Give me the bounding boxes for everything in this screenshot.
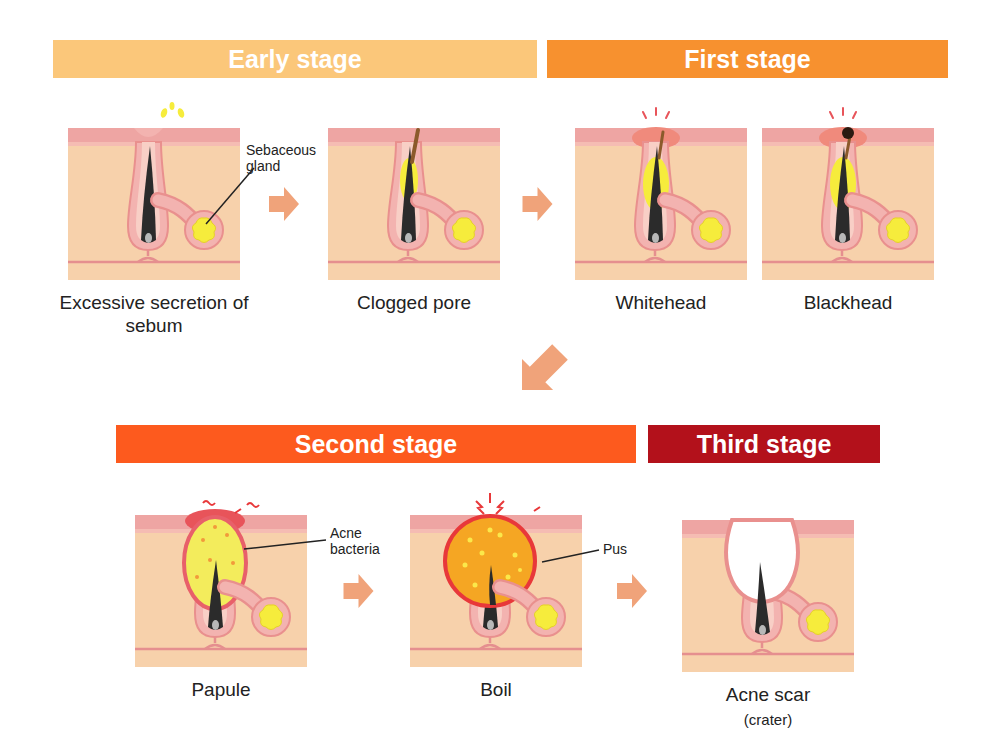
skin-panel: [755, 562, 770, 635]
sebum-droplets: [176, 107, 185, 118]
leader-line: [244, 540, 326, 549]
skin-panel: [213, 525, 217, 529]
skin-panel: [412, 130, 418, 162]
skin-panel: [488, 528, 493, 533]
stage-panel: Clogged pore: [328, 128, 500, 280]
stage-title: First stage: [684, 45, 810, 74]
stage-caption: Blackhead: [732, 292, 964, 315]
caption-block: Boil: [380, 679, 612, 702]
skin-panel: [480, 551, 485, 556]
skin-panel: [208, 558, 212, 562]
skin-panel: [762, 108, 934, 280]
stage-panel: Blackhead: [762, 128, 934, 280]
flow-arrow: [523, 187, 553, 221]
skin-panel: [842, 127, 854, 139]
skin-panel: [135, 515, 307, 667]
skin-panel: [410, 515, 582, 667]
sebum-droplets: [170, 102, 175, 110]
stage-panel: Whitehead: [575, 128, 747, 280]
skin-panel: [225, 587, 290, 636]
flow-arrow: [522, 344, 568, 390]
caption-block: Papule: [105, 679, 337, 702]
skin-panel: [575, 108, 747, 280]
skin-panel: [473, 583, 478, 588]
skin-panel: [328, 128, 500, 280]
skin-panel: [476, 493, 540, 514]
stage-title: Second stage: [295, 430, 458, 459]
stage-panel: Papule: [135, 515, 307, 667]
callout-label: Pus: [603, 541, 663, 557]
stage-band: First stage: [547, 40, 948, 78]
skin-panel: [682, 520, 854, 672]
caption-block: Excessive secretion of sebum: [54, 292, 254, 338]
stage-caption: Whitehead: [545, 292, 777, 315]
stage-caption: Clogged pore: [298, 292, 530, 315]
skin-panel: [759, 625, 766, 635]
skin-panel: [682, 520, 854, 672]
skin-panel: [500, 587, 565, 636]
skin-panel: [852, 200, 917, 249]
skin-panel: [201, 538, 205, 542]
skin-panel: [772, 592, 837, 641]
skin-panel: [468, 538, 473, 543]
stage-caption: Papule: [105, 679, 337, 702]
skin-panel: [498, 533, 503, 538]
skin-panel: [659, 132, 663, 158]
skin-panel: [410, 493, 582, 667]
callout-label: Sebaceous gland: [246, 142, 330, 174]
skin-panel: [195, 525, 235, 587]
skin-panel: [665, 200, 730, 249]
caption-block: Whitehead: [545, 292, 777, 315]
stage-title: Early stage: [228, 45, 361, 74]
caption-block: Acne scar (crater): [652, 684, 884, 729]
skin-panel: [203, 501, 259, 513]
sebum-droplets: [159, 102, 185, 119]
callout-label: Acne bacteria: [330, 525, 406, 557]
skin-panel: [518, 568, 522, 572]
stage-panel: Boil: [410, 515, 582, 667]
stage-band: Early stage: [53, 40, 537, 78]
skin-panel: [208, 560, 223, 630]
caption-block: Clogged pore: [298, 292, 530, 315]
stage-caption: (crater): [652, 711, 884, 729]
skin-panel: [506, 575, 511, 580]
skin-panel: [68, 128, 240, 280]
skin-panel: [158, 200, 223, 249]
sebum-droplets: [159, 107, 168, 118]
stage-band: Second stage: [116, 425, 636, 463]
stage-caption: Acne scar: [652, 684, 884, 707]
stage-panel: Acne scar(crater): [682, 520, 854, 672]
skin-panel: [762, 128, 934, 280]
leader-line: [542, 550, 599, 562]
flow-arrow: [344, 574, 374, 608]
stage-panel: Excessive secretion of sebum: [68, 128, 240, 280]
caption-block: Blackhead: [732, 292, 964, 315]
skin-panel: [463, 563, 468, 568]
skin-panel: [575, 128, 747, 280]
skin-panel: [195, 575, 199, 579]
skin-panel: [134, 128, 163, 137]
skin-panel: [225, 533, 229, 537]
skin-panel: [463, 528, 523, 588]
stage-caption: Boil: [380, 679, 612, 702]
skin-panel: [643, 108, 669, 118]
stage-caption: Excessive secretion of sebum: [54, 292, 254, 338]
stage-band: Third stage: [648, 425, 880, 463]
stage-title: Third stage: [697, 430, 832, 459]
skin-panel: [135, 501, 307, 667]
skin-panel: [328, 128, 500, 280]
skin-panel: [846, 136, 850, 158]
skin-panel: [830, 108, 856, 118]
leader-line: [206, 168, 254, 224]
skin-panel: [68, 128, 240, 280]
skin-panel: [513, 553, 518, 558]
skin-panel: [231, 561, 235, 565]
flow-arrow: [617, 574, 647, 608]
skin-panel: [418, 200, 483, 249]
flow-arrow: [269, 187, 299, 221]
